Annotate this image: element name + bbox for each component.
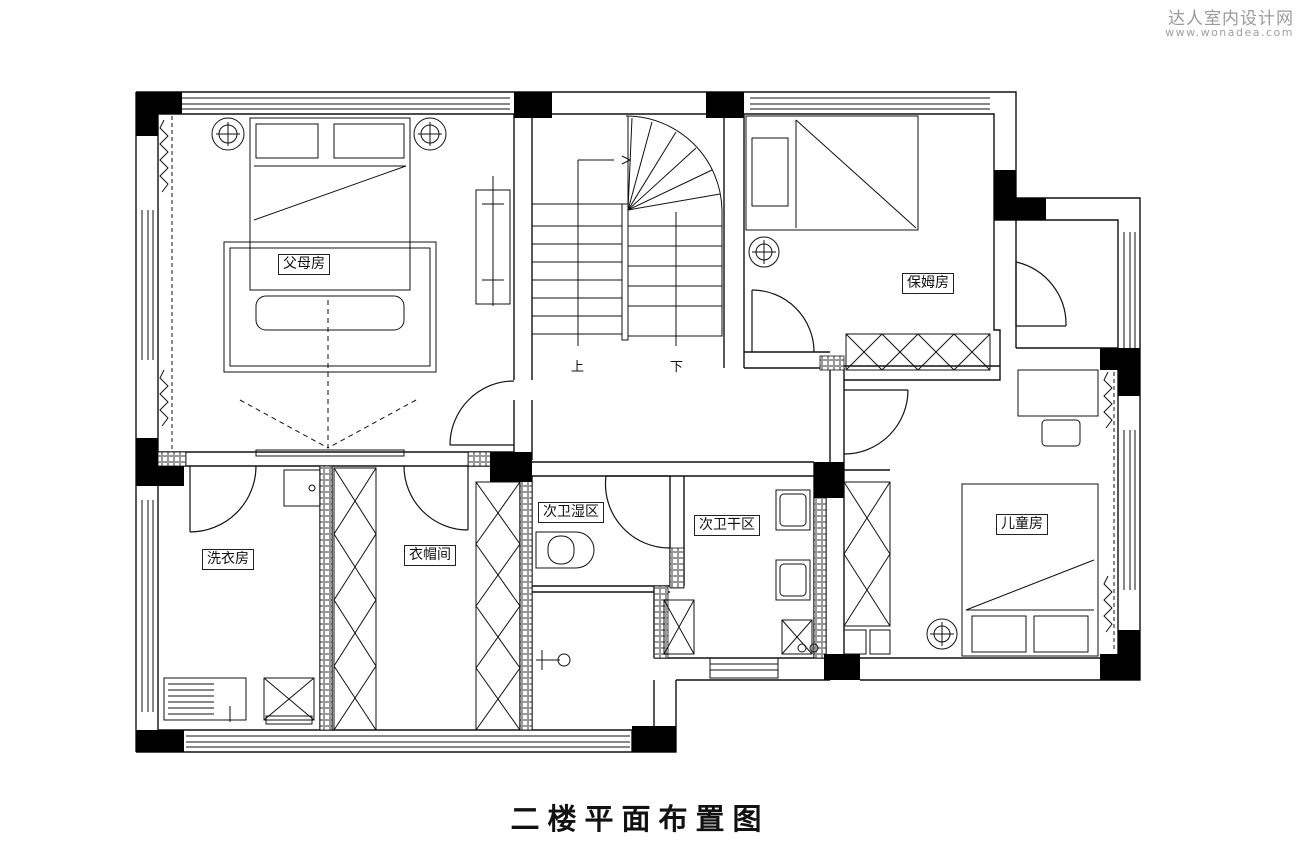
structural-columns xyxy=(136,92,1140,752)
staircase xyxy=(531,115,723,346)
masonry-walls xyxy=(157,355,845,731)
room-label-bath-dry-zone: 次卫干区 xyxy=(694,515,760,536)
bathroom-fixtures xyxy=(535,489,819,679)
room-label-laundry-room: 洗衣房 xyxy=(202,549,254,570)
doors xyxy=(189,261,1067,549)
nanny-room-furniture xyxy=(745,115,991,371)
cloakroom-wardrobes xyxy=(333,467,521,731)
drawing-title: 二楼平面布置图 xyxy=(510,802,770,836)
kids-room-furniture xyxy=(843,369,1099,657)
room-label-parents-room: 父母房 xyxy=(278,254,330,275)
stair-down-label: 下 xyxy=(670,360,684,375)
curtains xyxy=(159,116,1115,650)
watermark-url: www.wonadea.com xyxy=(1165,26,1294,39)
room-label-cloakroom: 衣帽间 xyxy=(404,545,456,566)
parents-room-furniture xyxy=(211,117,511,457)
room-label-kids-room: 儿童房 xyxy=(996,514,1048,535)
laundry-room-fixtures xyxy=(163,469,321,725)
room-label-nanny-room: 保姆房 xyxy=(902,273,954,294)
stair-up-label: 上 xyxy=(571,360,585,375)
watermark-site-name: 达人室内设计网 xyxy=(1168,9,1294,29)
windows xyxy=(141,97,1136,748)
outer-walls xyxy=(135,91,1141,753)
room-label-bath-wet-zone: 次卫湿区 xyxy=(538,502,604,523)
